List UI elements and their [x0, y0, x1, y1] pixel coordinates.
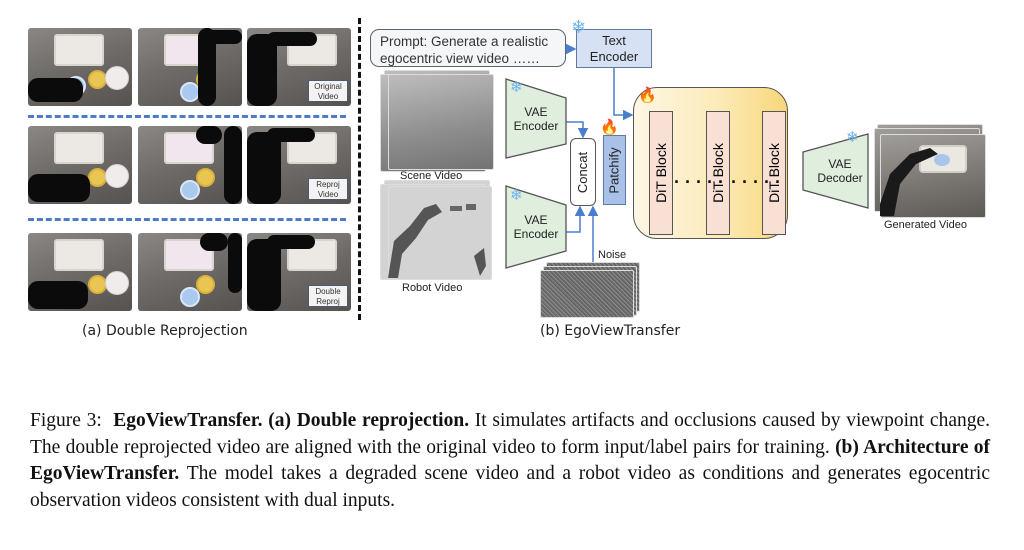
dashed-separator: [28, 115, 346, 118]
noise-label: Noise: [598, 249, 627, 261]
snowflake-icon: ❄: [846, 129, 859, 146]
vae-decoder-shape: [802, 133, 869, 209]
ellipsis-dots: ·····: [674, 172, 729, 192]
dit-block-3: DiT Block: [762, 111, 786, 235]
dit-block-2: DiT Block: [706, 111, 730, 235]
arrow-text-encoder-to-dit: [613, 68, 634, 121]
caption-a-text: It simulates artifacts and occlusions ca…: [30, 410, 990, 458]
dashed-separator: [28, 218, 346, 221]
caption-b-label: (b) Architecture of EgoViewTransfer.: [30, 436, 991, 485]
concat-block: Concat: [570, 138, 596, 206]
dit-block-1: DiT Block: [649, 111, 673, 235]
generated-scene-render: [880, 145, 967, 216]
scene-video-label: Scene Video: [400, 170, 463, 182]
panel-separator: [358, 18, 361, 320]
panel-b-label: (b) EgoViewTransfer: [540, 323, 681, 339]
caption-a-label: (a) Double reprojection.: [268, 410, 470, 431]
panel-a-label: (a) Double Reprojection: [82, 323, 248, 339]
generated-video-label: Generated Video: [884, 219, 967, 231]
connector-arrows: [505, 43, 869, 269]
snowflake-icon: ❄: [510, 187, 523, 204]
fire-icon: 🔥: [638, 87, 657, 104]
caption-b-text: The model takes a degraded scene video a…: [30, 463, 991, 511]
reproj-frame-2: [138, 126, 242, 204]
snowflake-icon: ❄: [510, 79, 523, 96]
vae-encoder-scene-shape: [505, 78, 567, 159]
snowflake-icon: ❄: [571, 17, 587, 37]
original-frame-1: [28, 28, 132, 106]
reproj-frame-1: [28, 126, 132, 204]
original-frame-2: [138, 28, 242, 106]
caption-title: EgoViewTransfer.: [113, 410, 263, 431]
figure-caption: Figure 3: EgoViewTransfer. (a) Double re…: [30, 408, 990, 514]
double-reproj-frame-1: [28, 233, 132, 311]
caption-prefix: Figure 3:: [30, 410, 102, 431]
fire-icon: 🔥: [600, 119, 619, 136]
robot-video-label: Robot Video: [402, 282, 463, 294]
double-reproj-frame-2: [138, 233, 242, 311]
patchify-block: Patchify: [603, 135, 626, 205]
arrow-robot-encoder-to-concat: [566, 205, 586, 233]
arrow-scene-encoder-to-concat: [566, 121, 589, 139]
ellipsis-dots: ·····: [731, 172, 786, 192]
robot-arm-render: [388, 204, 486, 278]
vae-encoder-robot-shape: [505, 185, 567, 269]
